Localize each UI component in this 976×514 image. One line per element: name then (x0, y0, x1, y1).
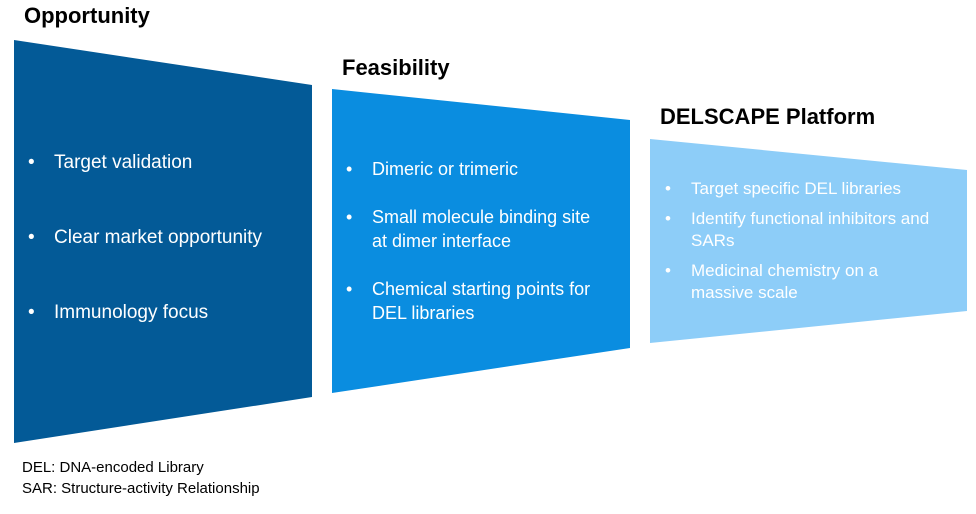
list-item: Identify functional inhibitors and SARs (659, 208, 939, 252)
list-item: Medicinal chemistry on a massive scale (659, 260, 939, 304)
platform-title: DELSCAPE Platform (660, 104, 876, 129)
list-item: Immunology focus (22, 302, 312, 324)
list-item: Small molecule binding site at dimer int… (340, 205, 610, 253)
feasibility-list: Dimeric or trimeric Small molecule bindi… (340, 157, 610, 325)
list-item: Target specific DEL libraries (659, 178, 939, 200)
opportunity-title: Opportunity (24, 3, 150, 28)
footnote-del: DEL: DNA-encoded Library (22, 459, 204, 476)
platform-list: Target specific DEL libraries Identify f… (659, 178, 939, 304)
list-item: Dimeric or trimeric (340, 157, 610, 181)
list-item: Clear market opportunity (22, 227, 312, 249)
list-item: Target validation (22, 152, 312, 174)
opportunity-list: Target validation Clear market opportuni… (22, 152, 312, 324)
list-item: Chemical starting points for DEL librari… (340, 277, 610, 325)
feasibility-title: Feasibility (342, 55, 450, 80)
footnote-sar: SAR: Structure-activity Relationship (22, 480, 260, 497)
